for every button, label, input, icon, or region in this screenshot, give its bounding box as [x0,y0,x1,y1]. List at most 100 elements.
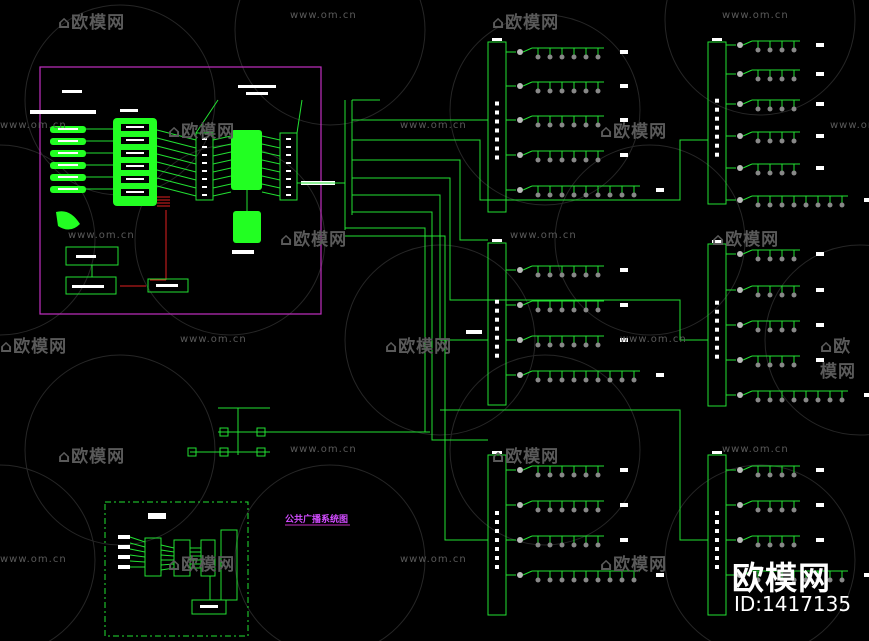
ceiling-speaker-icon [583,542,589,548]
speaker-icon [517,152,523,158]
branch-line [522,535,533,541]
branch-line [522,570,533,576]
speaker-icon [517,267,523,273]
ceiling-speaker-icon [815,397,821,403]
ceiling-speaker-icon [779,577,785,583]
riser-label-glyph [495,299,499,304]
zone-riser-box [707,454,727,616]
ceiling-speaker-icon [767,47,773,53]
ceiling-speaker-icon [767,577,773,583]
watermark-circle [134,144,326,336]
speaker-icon [737,165,743,171]
riser-label-glyph [495,146,499,151]
watermark-circle [554,144,746,336]
patch-pin [202,154,207,156]
legend-link [160,549,175,553]
module-line [156,169,197,181]
riser-label-glyph [715,520,719,524]
legend-label [118,535,130,539]
zone-label [864,198,869,202]
patch-pin [202,138,207,140]
watermark-circle [234,0,426,126]
speaker-icon [517,502,523,508]
zone-tag [492,38,502,41]
ceiling-speaker-icon [571,377,577,383]
ceiling-speaker-icon [791,397,797,403]
ceiling-speaker-icon [619,577,625,583]
diagram-title: 公共广播系统图 [285,515,349,525]
zone-riser-box [707,41,727,205]
riser-label-glyph [715,345,719,350]
riser-label-glyph [715,143,719,148]
ceiling-speaker-icon [767,292,773,298]
legend-label [118,565,130,569]
module-line [261,183,281,189]
module-line [261,151,281,157]
branch-line [742,40,753,46]
ceiling-speaker-icon [767,507,773,513]
zone-label [620,50,628,54]
ceiling-speaker-icon [559,377,565,383]
legend-link [160,567,175,571]
zone-label [816,252,824,256]
ceiling-speaker-icon [779,47,785,53]
ceiling-speaker-icon [595,342,601,348]
ceiling-speaker-icon [767,362,773,368]
ceiling-speaker-icon [607,377,613,383]
zone-label [620,468,628,472]
zone-label [816,538,824,542]
rack-label [238,85,276,88]
riser-label-glyph [495,547,499,551]
ceiling-speaker-icon [755,542,761,548]
branch-line [742,195,753,201]
ceiling-speaker-icon [791,202,797,208]
module-line [212,167,232,173]
output-patch [279,132,298,201]
ceiling-speaker-icon [535,157,541,163]
ceiling-speaker-icon [631,377,637,383]
module-line [156,137,197,149]
branch-line [522,500,533,506]
speaker-icon [737,287,743,293]
ceiling-speaker-icon [767,542,773,548]
ceiling-speaker-icon [571,192,577,198]
zone-tag [712,38,722,41]
trunk-line [352,139,708,201]
riser-label-glyph [495,119,499,124]
amp-channel-label [126,191,144,193]
rack-label [246,92,268,95]
brand-id: ID:1417135 [734,592,852,616]
legend-device [220,529,238,601]
ceiling-speaker-icon [755,106,761,112]
speaker-icon [737,197,743,203]
patch-pin [202,186,207,188]
zone-label [620,503,628,507]
trunk-line [440,409,708,541]
branch-line [522,81,533,87]
zone-label [620,338,628,342]
zone-tag [712,240,722,243]
trunk-line [345,227,426,432]
riser-label-glyph [715,556,719,560]
ceiling-speaker-icon [803,202,809,208]
ceiling-speaker-icon [767,138,773,144]
ceiling-speaker-icon [583,272,589,278]
ceiling-speaker-icon [779,138,785,144]
module-line [212,143,232,149]
ceiling-speaker-icon [583,377,589,383]
patch-pin [286,154,291,156]
box-label [72,285,104,288]
branch-line [742,390,753,396]
broadcast-zones [487,38,869,616]
branch-line [522,150,533,156]
ceiling-speaker-icon [571,88,577,94]
speaker-icon [517,467,523,473]
ceiling-speaker-icon [595,88,601,94]
ceiling-speaker-icon [559,88,565,94]
branch-line [742,249,753,255]
ceiling-speaker-icon [547,88,553,94]
module-line [261,191,281,197]
ceiling-speaker-icon [755,47,761,53]
module-line [212,159,232,165]
ceiling-speaker-icon [595,272,601,278]
